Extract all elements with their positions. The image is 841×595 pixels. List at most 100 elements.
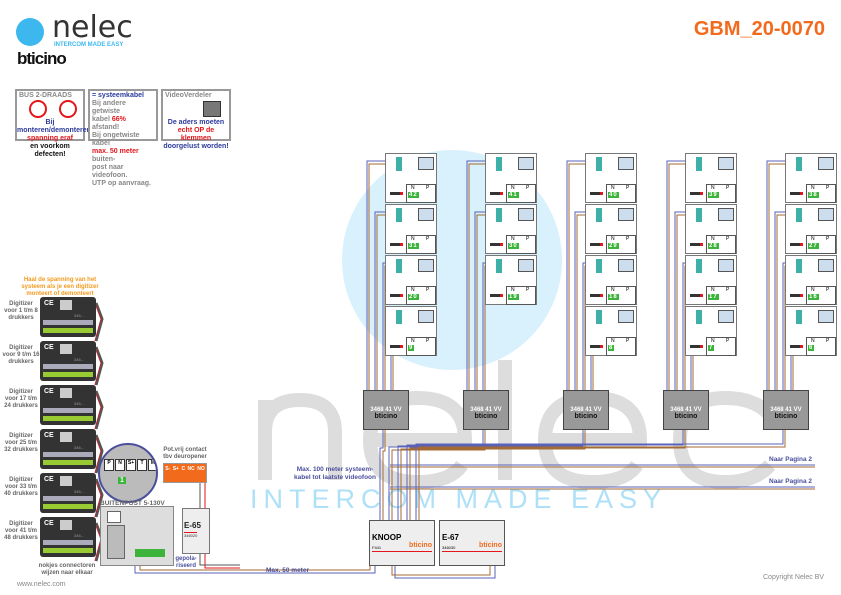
col-p: P <box>626 287 630 293</box>
panel-icon <box>60 344 72 354</box>
col-p: P <box>626 338 630 344</box>
riser-brown <box>409 430 686 520</box>
digitizer-code: 346... <box>74 489 85 494</box>
digitizer-label: Digitizer voor 17 t/m 24 drukkers <box>4 389 38 409</box>
outdoor-panel[interactable] <box>100 506 174 566</box>
monitor-icon <box>518 157 534 170</box>
green-terminals <box>43 460 93 465</box>
col-p: P <box>626 236 630 242</box>
panel-icon <box>60 476 72 486</box>
button-terminals <box>43 364 93 369</box>
terminal-label: M <box>148 459 156 471</box>
col-p: P <box>526 236 530 242</box>
riser-brown <box>382 430 386 520</box>
terminal-block-icon <box>796 310 802 324</box>
distributor-code-text: 3468 41 <box>670 407 692 413</box>
monitor-icon <box>418 208 434 221</box>
distributor-brand: bticino <box>374 413 398 420</box>
button-terminals <box>43 452 93 457</box>
col-n: N <box>611 236 615 242</box>
apartment-number: 16 <box>808 294 819 300</box>
terminal-block-icon <box>396 208 402 222</box>
apartment-number: 30 <box>508 243 519 249</box>
col-n: N <box>411 338 415 344</box>
contact-terminal: S+ <box>172 466 179 472</box>
riser-blue <box>406 430 684 520</box>
col-n: N <box>811 287 815 293</box>
terminal-block-icon <box>496 259 502 273</box>
to-page2-a[interactable]: Naar Pagina 2 <box>769 456 812 463</box>
splitter-device-icon <box>203 101 221 117</box>
to-page2-b[interactable]: Naar Pagina 2 <box>769 478 812 485</box>
digitizer-link-cable <box>94 302 104 342</box>
e65-power-supply[interactable]: E-65 346020 <box>182 508 210 554</box>
watermark-letter-c <box>672 390 776 490</box>
contact-terminal: NO <box>197 466 205 472</box>
configurator-icon <box>590 345 603 348</box>
e67-module[interactable]: E-67 346030 bticino <box>439 520 505 566</box>
configurator-icon <box>490 192 503 195</box>
distributor-suffix: VV <box>493 407 502 413</box>
knoop-module[interactable]: KNOOP F441 bticino <box>369 520 435 566</box>
monitor-icon <box>718 208 734 221</box>
terminal-block-icon <box>596 208 602 222</box>
contact-terminal: NC <box>187 466 195 472</box>
col-p: P <box>426 338 430 344</box>
apartment-number: 41 <box>508 192 519 198</box>
e67-link-brown <box>391 565 491 576</box>
contact-terminal: C <box>181 466 186 472</box>
terminal-block-icon <box>496 208 502 222</box>
col-p: P <box>726 185 730 191</box>
digitizer-link-cable <box>94 346 104 386</box>
col-n: N <box>411 185 415 191</box>
terminal-block-icon <box>496 157 502 171</box>
e67-name: E-67 <box>442 533 459 542</box>
col-p: P <box>426 287 430 293</box>
configurator-icon <box>790 243 803 246</box>
contact-terminal: S- <box>165 466 171 472</box>
cable-title: = systeemkabel <box>92 92 144 99</box>
footer-copyright: Copyright Nelec BV <box>763 574 825 581</box>
col-n: N <box>511 185 515 191</box>
footer-url[interactable]: www.nelec.com <box>17 581 66 588</box>
logo-word: nelec <box>52 10 133 45</box>
ce-mark: CE <box>44 388 54 395</box>
distributor-code: 3468 41 VV <box>664 407 708 413</box>
digitizer-link-red <box>94 478 102 518</box>
green-terminals <box>43 328 93 333</box>
watermark-letter-n <box>258 392 342 480</box>
